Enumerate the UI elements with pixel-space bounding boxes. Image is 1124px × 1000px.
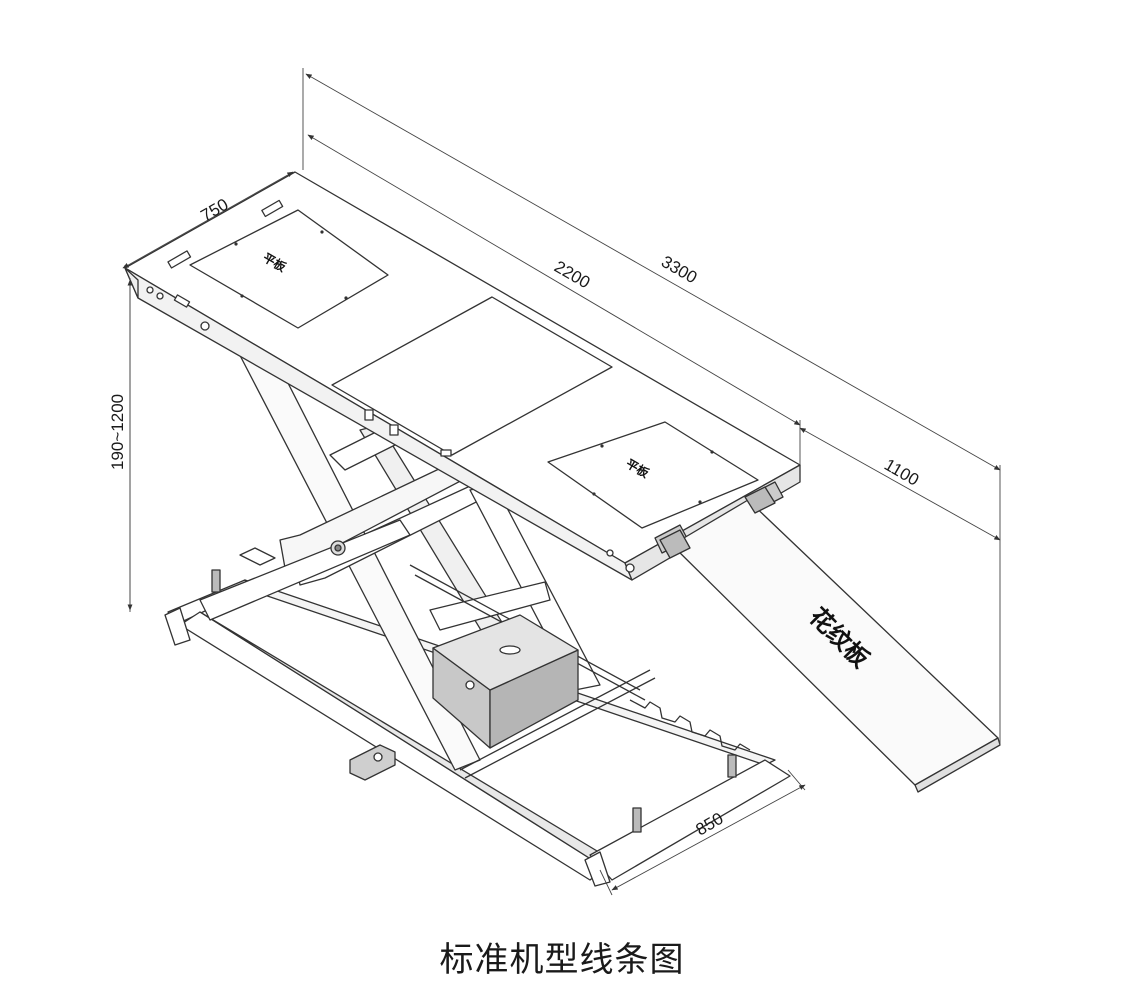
dimension-lines (122, 68, 1001, 896)
ramp (659, 486, 1001, 793)
figure-caption: 标准机型线条图 (439, 940, 685, 980)
dim-total-length: 3300 (658, 252, 700, 287)
hydraulic-power-unit (432, 614, 579, 749)
lift-line-drawing: 750 2200 3300 1100 190~1200 850 平板 平板 花纹… (108, 68, 1001, 896)
foot-plate (239, 547, 396, 781)
base-frame (164, 579, 791, 887)
dim-height-range: 190~1200 (108, 394, 127, 470)
platform-deck (124, 171, 801, 581)
dim-platform-length: 2200 (551, 257, 593, 292)
